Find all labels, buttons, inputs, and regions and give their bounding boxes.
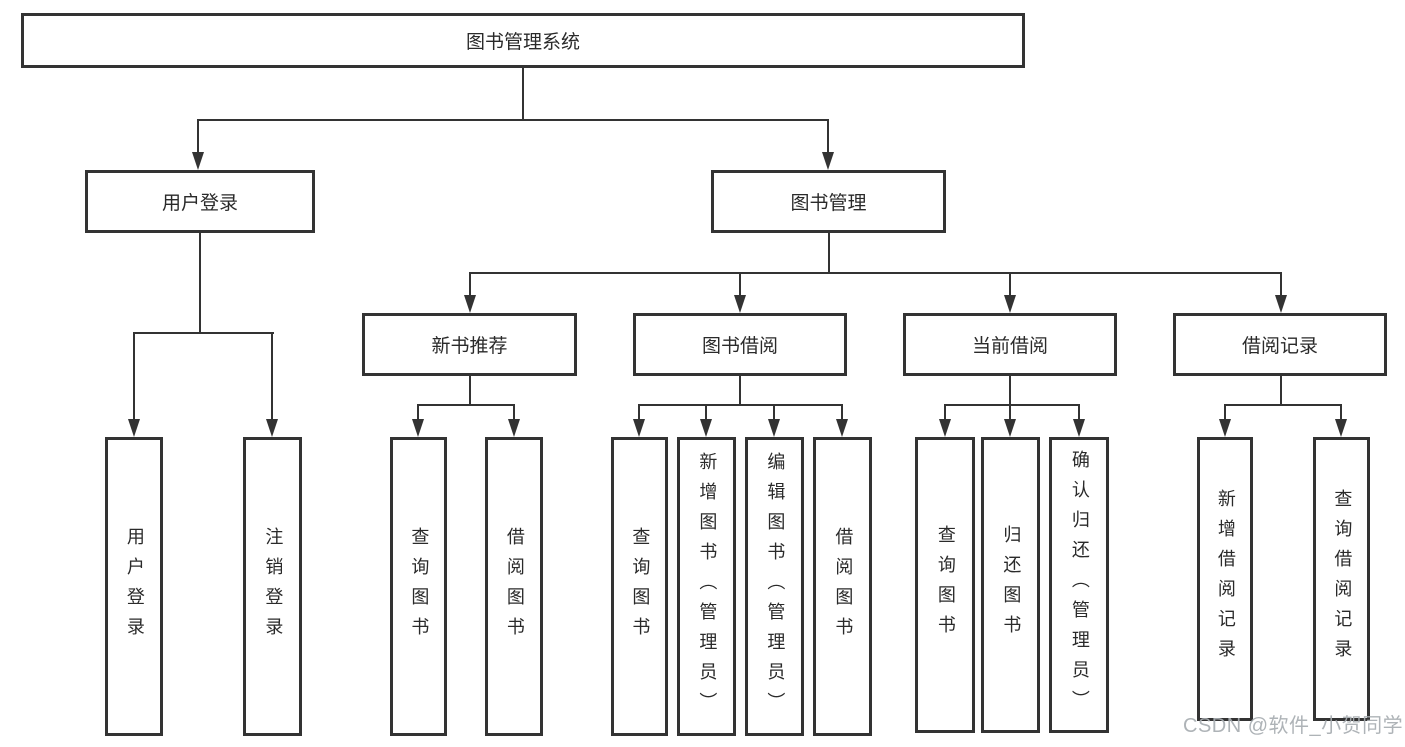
- connector-drop-leaf: [133, 332, 135, 421]
- node-label: 新增借阅记录: [1215, 489, 1236, 669]
- leaf-add-borrow-record: 新增借阅记录: [1197, 437, 1253, 721]
- node-current-borrow: 当前借阅: [903, 313, 1117, 376]
- node-label: 归还图书: [1001, 525, 1022, 645]
- leaf-query-books: 查询图书: [611, 437, 668, 736]
- connector-drop-level3: [469, 272, 471, 297]
- arrow-down-icon: [1219, 419, 1231, 437]
- node-label: 借阅记录: [1241, 336, 1318, 357]
- leaf-query-borrow-record: 查询借阅记录: [1313, 437, 1370, 721]
- leaf-confirm-return-admin: 确认归还（管理员）: [1049, 437, 1109, 733]
- node-book-borrow: 图书借阅: [633, 313, 847, 376]
- connector-drop-leaf: [638, 404, 640, 421]
- node-user-login: 用户登录: [85, 170, 315, 233]
- leaf-query-books: 查询图书: [915, 437, 975, 733]
- node-label: 借阅图书: [833, 526, 854, 647]
- node-label: 确认归还（管理员）: [1069, 450, 1090, 720]
- csdn-watermark: CSDN @软件_小贺同学: [1183, 715, 1404, 737]
- connector-drop-leaf: [1078, 404, 1080, 421]
- node-label: 查询图书: [630, 526, 651, 647]
- node-label: 新书推荐: [431, 336, 508, 357]
- connector-root-stem: [522, 68, 524, 120]
- arrow-down-icon: [633, 419, 645, 437]
- arrow-down-icon: [1275, 295, 1287, 313]
- connector-book-management-hline: [469, 272, 1282, 274]
- connector-drop-leaf: [944, 404, 946, 421]
- leaf-logout: 注销登录: [243, 437, 302, 736]
- node-label: 当前借阅: [971, 336, 1048, 357]
- arrow-down-icon: [734, 295, 746, 313]
- connector-drop-user-login: [197, 119, 199, 154]
- leaf-return-book: 归还图书: [981, 437, 1040, 733]
- connector-current-borrow-stem: [1009, 376, 1011, 405]
- node-new-book-recommend: 新书推荐: [362, 313, 577, 376]
- node-label: 用户登录: [124, 526, 145, 647]
- node-label: 用户登录: [161, 193, 238, 214]
- connector-current-borrow-hline: [944, 404, 1080, 406]
- arrow-down-icon: [412, 419, 424, 437]
- arrow-down-icon: [128, 419, 140, 437]
- connector-drop-leaf: [705, 404, 707, 421]
- connector-drop-level3: [739, 272, 741, 297]
- arrow-down-icon: [939, 419, 951, 437]
- connector-drop-leaf: [513, 404, 515, 421]
- connector-drop-book-management: [827, 119, 829, 154]
- leaf-borrow-books: 借阅图书: [813, 437, 872, 736]
- arrow-down-icon: [1073, 419, 1085, 437]
- arrow-down-icon: [1335, 419, 1347, 437]
- connector-user-login-stem: [199, 233, 201, 333]
- connector-drop-leaf: [1224, 404, 1226, 421]
- arrow-down-icon: [508, 419, 520, 437]
- leaf-add-book-admin: 新增图书（管理员）: [677, 437, 736, 736]
- connector-root-hline: [197, 119, 829, 121]
- connector-borrow-records-hline: [1224, 404, 1342, 406]
- connector-drop-leaf: [271, 332, 273, 421]
- connector-drop-level3: [1009, 272, 1011, 297]
- node-label: 编辑图书（管理员）: [765, 451, 786, 722]
- connector-user-login-hline: [133, 332, 274, 334]
- connector-drop-leaf: [1009, 404, 1011, 421]
- node-label: 图书借阅: [701, 336, 778, 357]
- node-label: 图书管理: [790, 193, 867, 214]
- connector-drop-leaf: [1340, 404, 1342, 421]
- connector-drop-leaf: [841, 404, 843, 421]
- arrow-down-icon: [266, 419, 278, 437]
- connector-book-management-stem: [828, 233, 830, 274]
- node-label: 借阅图书: [504, 526, 525, 647]
- node-book-management: 图书管理: [711, 170, 946, 233]
- connector-book-borrow-hline: [638, 404, 843, 406]
- arrow-down-icon: [464, 295, 476, 313]
- connector-new-book-hline: [417, 404, 515, 406]
- arrow-down-icon: [822, 152, 834, 170]
- leaf-user-login: 用户登录: [105, 437, 163, 736]
- arrow-down-icon: [836, 419, 848, 437]
- arrow-down-icon: [1004, 419, 1016, 437]
- connector-borrow-records-stem: [1280, 376, 1282, 405]
- arrow-down-icon: [192, 152, 204, 170]
- arrow-down-icon: [700, 419, 712, 437]
- node-label: 新增图书（管理员）: [697, 451, 718, 722]
- connector-drop-level3: [1280, 272, 1282, 297]
- connector-drop-leaf: [417, 404, 419, 421]
- node-label: 图书管理系统: [465, 32, 580, 53]
- node-borrow-records: 借阅记录: [1173, 313, 1387, 376]
- arrow-down-icon: [768, 419, 780, 437]
- connector-drop-leaf: [773, 404, 775, 421]
- connector-new-book-stem: [469, 376, 471, 405]
- leaf-edit-book-admin: 编辑图书（管理员）: [745, 437, 804, 736]
- connector-book-borrow-stem: [739, 376, 741, 405]
- leaf-query-books: 查询图书: [390, 437, 447, 736]
- arrow-down-icon: [1004, 295, 1016, 313]
- node-label: 查询图书: [409, 526, 430, 647]
- node-label: 查询借阅记录: [1332, 489, 1353, 669]
- node-label: 查询图书: [935, 525, 956, 645]
- node-label: 注销登录: [263, 526, 284, 647]
- node-library-system: 图书管理系统: [21, 13, 1025, 68]
- leaf-borrow-books: 借阅图书: [485, 437, 543, 736]
